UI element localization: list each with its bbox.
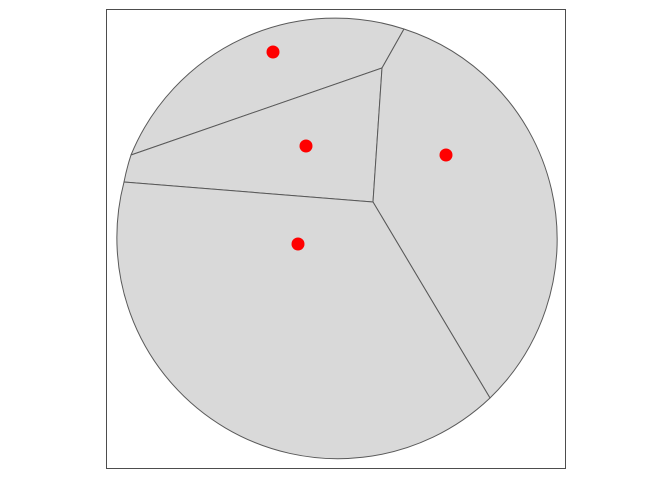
seed-point bbox=[291, 237, 305, 251]
cell-bottom bbox=[116, 181, 491, 460]
cell-top bbox=[130, 17, 405, 156]
cell-right bbox=[372, 28, 558, 399]
voronoi-cells bbox=[116, 17, 558, 460]
seed-point bbox=[439, 148, 453, 162]
seed-point bbox=[266, 45, 280, 59]
seed-points bbox=[266, 45, 453, 251]
seed-point bbox=[299, 139, 313, 153]
